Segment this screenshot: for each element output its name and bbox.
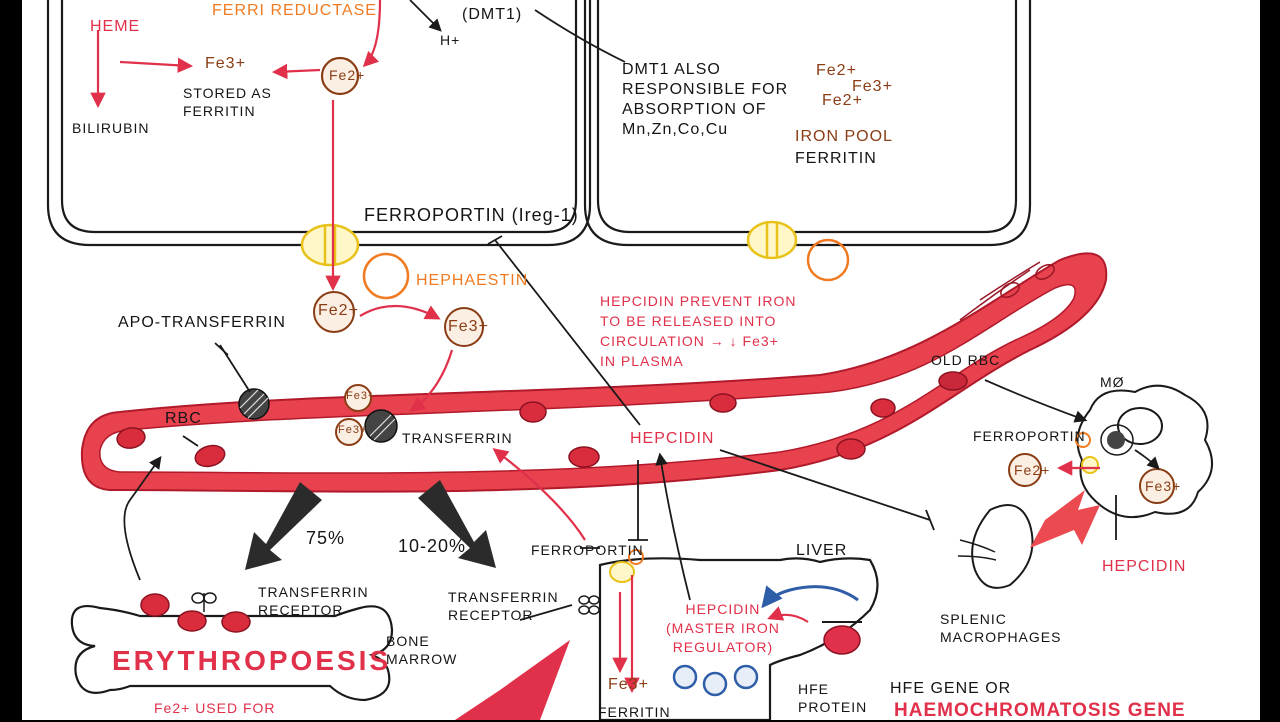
heme-label: HEME [90, 18, 141, 35]
red-arrow-liver [455, 640, 570, 720]
pct-75-label: 75% [306, 528, 346, 548]
erythropoiesis-label: ERYTHROPOESIS [112, 645, 392, 676]
splenic-macrophages-label: SPLENIC MACROPHAGES [940, 611, 1062, 645]
liver-shape [598, 557, 879, 720]
ferroportin-ireg-label: FERROPORTIN (Ireg-1) [364, 205, 579, 225]
hephaestin-circle [362, 252, 410, 300]
ferri-reductase-label: FERRI REDUCTASE [212, 2, 377, 19]
stored-ferritin-label: STORED AS FERRITIN [183, 85, 272, 119]
hfe-protein-label: HFE PROTEIN [798, 681, 868, 715]
ferroportin-liver-label: FERROPORTIN [531, 542, 644, 558]
hephaestin-label: HEPHAESTIN [416, 272, 529, 289]
fe2-enterocyte-label: Fe2+ [329, 67, 366, 83]
blue-feedback-arrow [761, 585, 859, 609]
h-plus-label: H+ [440, 32, 461, 48]
red-flow-arrows [90, 0, 1100, 694]
dmt1-label: (DMT1) [462, 6, 523, 23]
black-flow-arrows [123, 0, 1160, 621]
fe2-atom [320, 56, 360, 96]
arrow-75-percent [245, 482, 322, 570]
ferroportin-macrophage-label: FERROPORTIN [973, 428, 1086, 444]
macrophage-cell [1076, 384, 1213, 519]
haemochromatosis-gene-label: HAEMOCHROMATOSIS GENE [894, 700, 1186, 721]
fe3-macrophage-label: Fe3+ [1145, 478, 1182, 494]
arrow-10-20-percent [418, 480, 496, 568]
fe3-enterocyte-label: Fe3+ [205, 55, 246, 72]
transferrin-receptor-bm-label: TRANSFERRIN RECEPTOR [258, 584, 369, 618]
liver-label: LIVER [796, 542, 848, 559]
red-blood-cells [116, 371, 968, 468]
iron-atoms [313, 291, 1175, 504]
spleen-icon [971, 504, 1034, 589]
transferrin-label: TRANSFERRIN [402, 430, 513, 446]
transferrin-icon [364, 409, 398, 443]
old-rbc-label: OLD RBC [931, 352, 1001, 368]
ferritin-pool-label: FERRITIN [795, 150, 877, 167]
fe3-tf-label-2: Fe3+ [338, 424, 368, 436]
ferritin-liver-label: FERRITIN [598, 704, 671, 720]
page-background [22, 0, 1260, 720]
macrophage-label: MØ [1100, 374, 1125, 390]
transferrin-receptor-liver-label: TRANSFERRIN RECEPTOR [448, 589, 559, 623]
fe3-liver-label: Fe3+ [608, 676, 649, 693]
bone-marrow-label: BONE MARROW [386, 633, 458, 667]
hepcidin-center-label: HEPCIDIN [630, 430, 715, 447]
enterocyte-right [583, 0, 1032, 247]
hfe-gene-label: HFE GENE OR [890, 680, 1012, 697]
hepcidin-right-label: HEPCIDIN [1102, 558, 1187, 575]
dmt1-note: DMT1 ALSO RESPONSIBLE FOR ABSORPTION OF … [622, 61, 789, 138]
fe3-pool-label: Fe3+ [852, 78, 893, 95]
fe2-pool-label-2: Fe2+ [822, 92, 863, 109]
rbc-label: RBC [165, 410, 202, 427]
ferroportin-channel-right [746, 220, 798, 260]
hephaestin-circle-right [806, 238, 850, 282]
bone-shape [70, 604, 394, 702]
bone-rbcs [140, 593, 251, 633]
iron-pool-label: IRON POOL [795, 128, 893, 145]
hepcidin-master-label: HEPCIDIN (MASTER IRON REGULATOR) [666, 601, 780, 655]
pct-10-20-label: 10-20% [398, 536, 467, 556]
fe2-plasma-label: Fe2+ [318, 302, 359, 319]
fe3-plasma-label: Fe3+ [448, 318, 489, 335]
fe2-pool-label: Fe2+ [816, 62, 857, 79]
hepcidin-note: HEPCIDIN PREVENT IRON TO BE RELEASED INT… [600, 293, 797, 369]
transferrin-receptor-icon [191, 592, 600, 615]
fe2-macrophage-label: Fe2+ [1014, 462, 1051, 478]
red-arrow-spleen [1030, 490, 1100, 548]
hepcidin-receptors [672, 664, 759, 697]
apo-transferrin-label: APO-TRANSFERRIN [118, 314, 286, 331]
fe3-tf-label-1: Fe3+ [346, 390, 376, 402]
fe2-used-for-label: Fe2+ USED FOR [154, 700, 276, 716]
hfe-protein-icon [823, 625, 861, 655]
ferroportin-channel [300, 223, 360, 267]
bilirubin-label: BILIRUBIN [72, 120, 150, 136]
